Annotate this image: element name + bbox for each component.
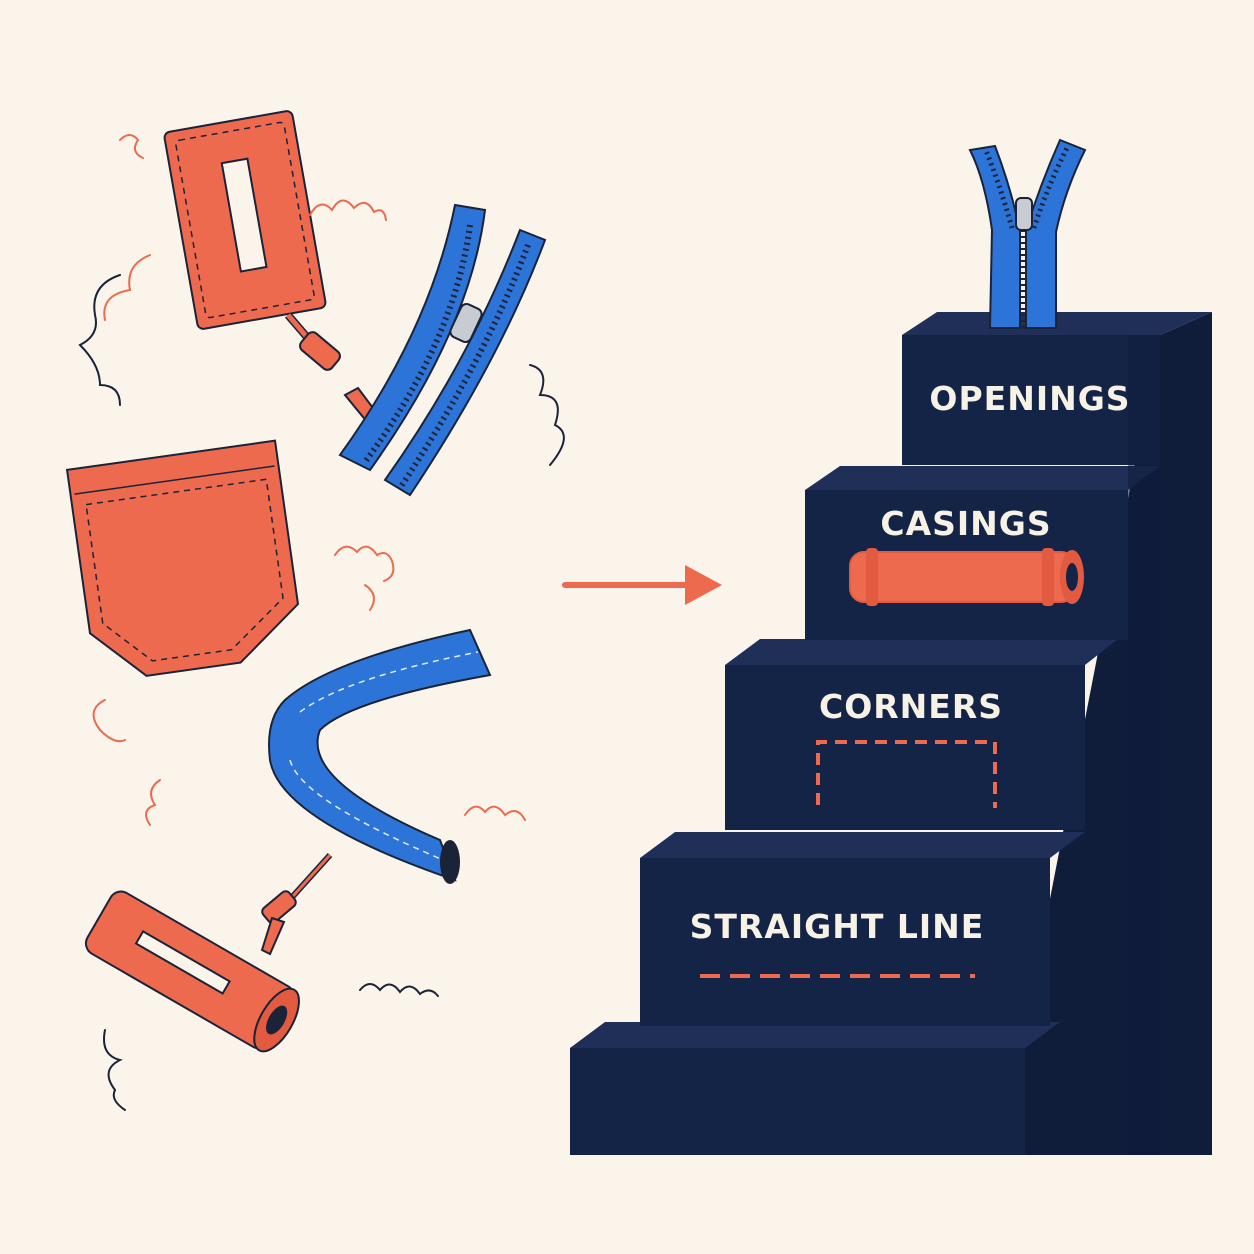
step-label-straight-line: STRAIGHT LINE (690, 907, 985, 946)
step-label-openings: OPENINGS (929, 379, 1130, 418)
bias-tape-icon (268, 628, 492, 884)
corner-stitch-icon (816, 740, 997, 808)
arrow-right-icon (562, 565, 722, 605)
zipper-pull-icon (284, 312, 384, 430)
zipper-icon (338, 203, 547, 497)
casing-tube-icon (849, 548, 1084, 606)
coral-tab-icon (163, 110, 327, 330)
pocket-icon (65, 439, 300, 677)
step-label-corners: CORNERS (819, 687, 1003, 726)
zipper-top-icon (968, 138, 1087, 329)
step-label-casings: CASINGS (880, 504, 1051, 543)
toggle-pull-icon (260, 852, 333, 956)
decorative-squiggles (78, 134, 565, 1111)
staircase (570, 312, 1212, 1155)
casing-tube-small-icon (84, 890, 300, 1053)
